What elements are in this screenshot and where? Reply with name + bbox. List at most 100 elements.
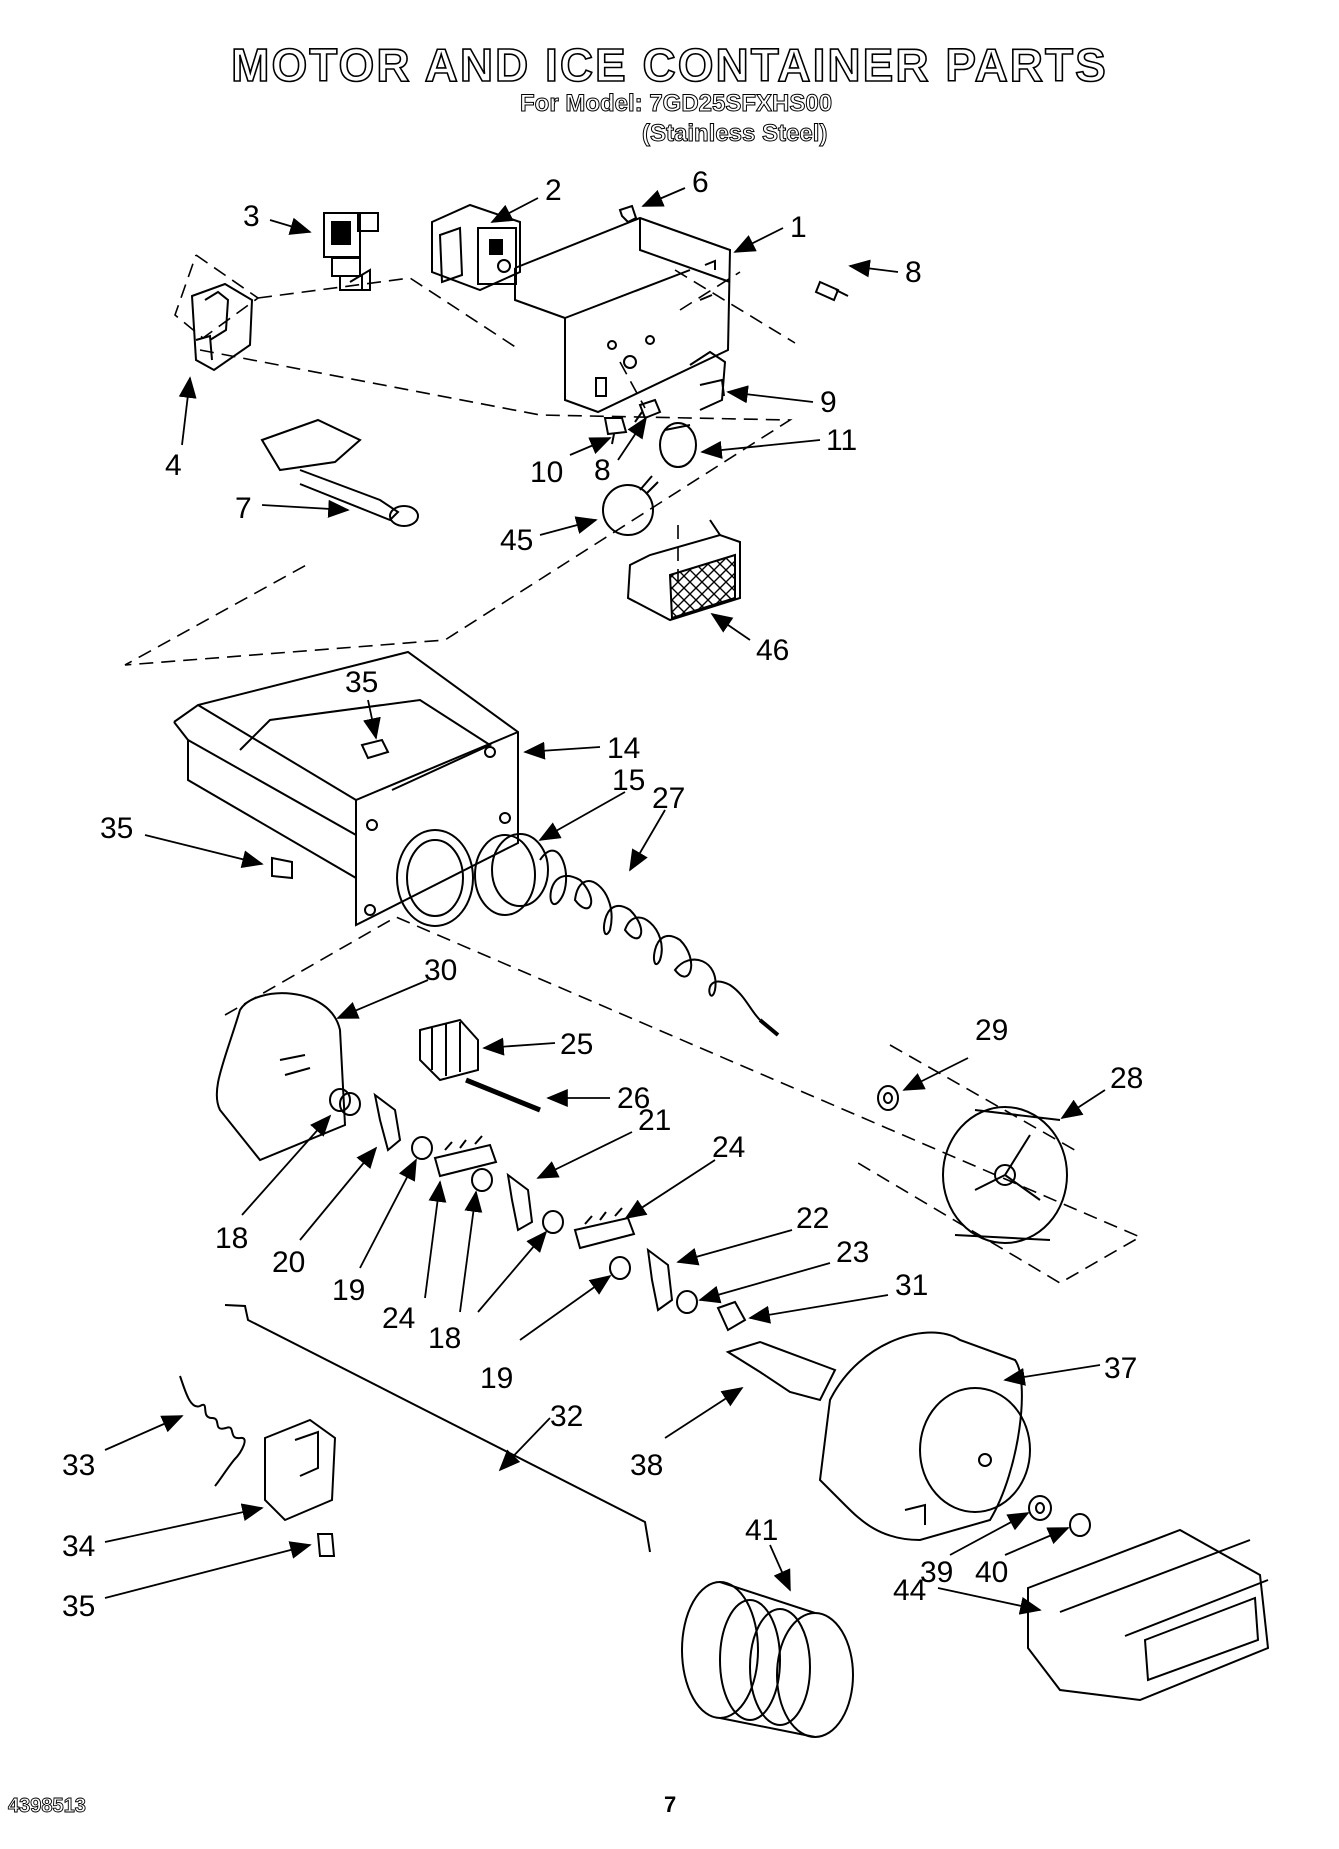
callout-35b: 35 xyxy=(100,812,133,845)
callout-4: 4 xyxy=(165,449,182,482)
arrow-31 xyxy=(748,1294,889,1324)
arrow-35c xyxy=(104,1541,312,1599)
callout-24b: 24 xyxy=(382,1302,415,1335)
leader-arrows xyxy=(104,187,1106,1615)
callout-30: 30 xyxy=(424,954,457,987)
part-29-washer xyxy=(877,1085,899,1111)
page-number: 7 xyxy=(664,1792,677,1817)
arrow-35b xyxy=(144,834,264,868)
arrow-7 xyxy=(261,499,350,518)
arrow-15 xyxy=(538,791,626,841)
page-title: MOTOR AND ICE CONTAINER PARTS xyxy=(230,38,1108,92)
arrow-9 xyxy=(726,385,814,404)
part-26-pin xyxy=(465,1077,541,1113)
arrow-14 xyxy=(523,741,601,760)
arrow-27 xyxy=(629,809,666,872)
callout-28: 28 xyxy=(1110,1062,1143,1095)
parts-illustration xyxy=(124,203,1270,1738)
callout-7: 7 xyxy=(235,492,252,525)
model-line: For Model: 7GD25SFXHS00 xyxy=(519,90,833,118)
arrow-8a xyxy=(848,259,899,278)
callout-24a: 24 xyxy=(712,1131,745,1164)
callout-40: 40 xyxy=(975,1556,1008,1589)
arrow-24b xyxy=(424,1180,447,1299)
part-14-ice-container xyxy=(173,650,519,927)
part-21-cutter xyxy=(506,1172,534,1232)
part-34-bracket xyxy=(264,1418,337,1522)
part-18-spacer-b xyxy=(471,1168,493,1192)
part-33-spring xyxy=(179,1375,246,1487)
part-41-sleeve xyxy=(681,1581,854,1738)
part-19-washer-a xyxy=(411,1136,433,1160)
callout-18b: 18 xyxy=(428,1322,461,1355)
part-20-cutter xyxy=(373,1092,402,1152)
part-11-socket xyxy=(659,422,697,468)
arrow-18a xyxy=(241,1114,332,1216)
arrow-2 xyxy=(490,197,539,223)
arrow-32 xyxy=(498,1417,551,1472)
arrow-24a xyxy=(624,1159,716,1219)
callout-33: 33 xyxy=(62,1449,95,1482)
part-35-screw-outer xyxy=(271,856,293,880)
callout-labels: 1 2 3 4 6 7 8 8 9 10 11 45 46 35 14 15 2… xyxy=(62,166,1143,1623)
callout-19a: 19 xyxy=(332,1274,365,1307)
arrow-41 xyxy=(769,1544,791,1592)
arrow-10 xyxy=(569,437,612,456)
arrow-45 xyxy=(539,516,598,536)
arrow-23 xyxy=(698,1262,831,1304)
arrow-1 xyxy=(733,227,784,253)
callout-29: 29 xyxy=(975,1014,1008,1047)
part-30-plate xyxy=(215,992,347,1162)
document-number: 4398513 xyxy=(8,1795,87,1818)
callout-45: 45 xyxy=(500,524,533,557)
callout-10: 10 xyxy=(530,456,563,489)
callout-8b: 8 xyxy=(594,454,611,487)
callout-46: 46 xyxy=(756,634,789,667)
part-25-block xyxy=(419,1018,479,1082)
callout-27: 27 xyxy=(652,782,685,815)
part-32-rod xyxy=(224,1304,651,1553)
part-39-washer xyxy=(1028,1495,1052,1521)
part-37-motor xyxy=(818,1331,1031,1542)
callout-31: 31 xyxy=(895,1269,928,1302)
part-23-washer xyxy=(676,1290,698,1314)
part-7-arm xyxy=(260,418,419,527)
callout-15: 15 xyxy=(612,764,645,797)
part-19-washer-b xyxy=(609,1256,631,1280)
arrow-30 xyxy=(336,979,429,1019)
arrow-18b xyxy=(459,1190,483,1313)
callout-35a: 35 xyxy=(345,666,378,699)
part-45-bulb xyxy=(602,475,659,536)
arrow-8b xyxy=(617,416,647,461)
arrow-44 xyxy=(937,1587,1042,1615)
part-24-blade-b xyxy=(573,1207,636,1250)
part-3-valve xyxy=(323,212,379,291)
callout-26: 26 xyxy=(617,1082,650,1115)
callout-34: 34 xyxy=(62,1530,95,1563)
arrow-19b xyxy=(519,1274,612,1341)
part-27-auger xyxy=(539,849,780,1037)
arrow-35a xyxy=(363,699,381,740)
part-8-screw-top xyxy=(814,280,849,302)
part-24-blade-a xyxy=(433,1135,498,1178)
callout-37: 37 xyxy=(1104,1352,1137,1385)
part-2-switch xyxy=(431,203,521,292)
alignment-guides xyxy=(124,254,1142,1284)
arrow-18c xyxy=(477,1230,548,1313)
arrow-21 xyxy=(536,1131,633,1179)
arrow-22 xyxy=(676,1229,793,1266)
callout-44: 44 xyxy=(893,1574,926,1607)
arrow-11 xyxy=(700,439,821,459)
arrow-6 xyxy=(641,187,686,207)
arrow-33 xyxy=(104,1415,184,1451)
part-35-screw-inner xyxy=(360,738,390,760)
callout-20: 20 xyxy=(272,1246,305,1279)
part-8-screw-mid xyxy=(634,398,662,423)
part-18-spacer-a xyxy=(329,1088,361,1116)
part-44-cover xyxy=(1027,1528,1270,1702)
callout-22: 22 xyxy=(796,1202,829,1235)
callout-3: 3 xyxy=(243,200,260,233)
callout-11: 11 xyxy=(826,424,857,457)
callout-38: 38 xyxy=(630,1449,663,1482)
callout-18a: 18 xyxy=(215,1222,248,1255)
